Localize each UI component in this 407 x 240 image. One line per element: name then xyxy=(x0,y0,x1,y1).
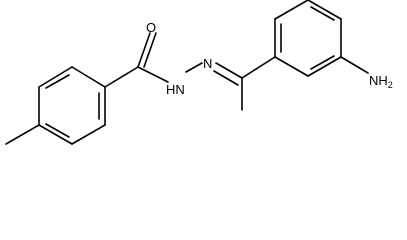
bond xyxy=(45,123,70,138)
tolyl-ring xyxy=(5,66,139,145)
amine-subscript: 2 xyxy=(388,80,393,90)
amine-text: NH xyxy=(369,73,388,88)
bond xyxy=(71,66,106,88)
bond xyxy=(215,62,243,79)
bond xyxy=(274,56,309,77)
bond xyxy=(71,124,106,145)
bond xyxy=(5,124,40,145)
bond xyxy=(137,66,169,83)
oxygen-label: O xyxy=(146,20,156,35)
nh-label: HN xyxy=(166,82,185,97)
bond xyxy=(137,32,151,68)
bond xyxy=(310,55,335,70)
bond xyxy=(143,32,157,68)
aminophenyl-ring xyxy=(274,0,369,77)
hydrazide-group xyxy=(137,32,276,111)
bond xyxy=(185,62,203,73)
bond xyxy=(307,0,342,20)
amine-label: NH2 xyxy=(369,73,393,90)
bond xyxy=(104,66,139,88)
bond xyxy=(213,70,239,86)
bond xyxy=(340,56,369,74)
bond xyxy=(45,74,70,89)
molecule-diagram: O HN N NH2 xyxy=(5,0,393,145)
bond xyxy=(38,124,73,145)
imine-n-label: N xyxy=(203,56,212,71)
bond xyxy=(307,56,342,77)
bond xyxy=(241,56,276,79)
bond xyxy=(38,66,73,88)
structure-svg: O HN N NH2 xyxy=(5,0,393,145)
bond xyxy=(274,0,309,20)
bond xyxy=(310,6,335,21)
